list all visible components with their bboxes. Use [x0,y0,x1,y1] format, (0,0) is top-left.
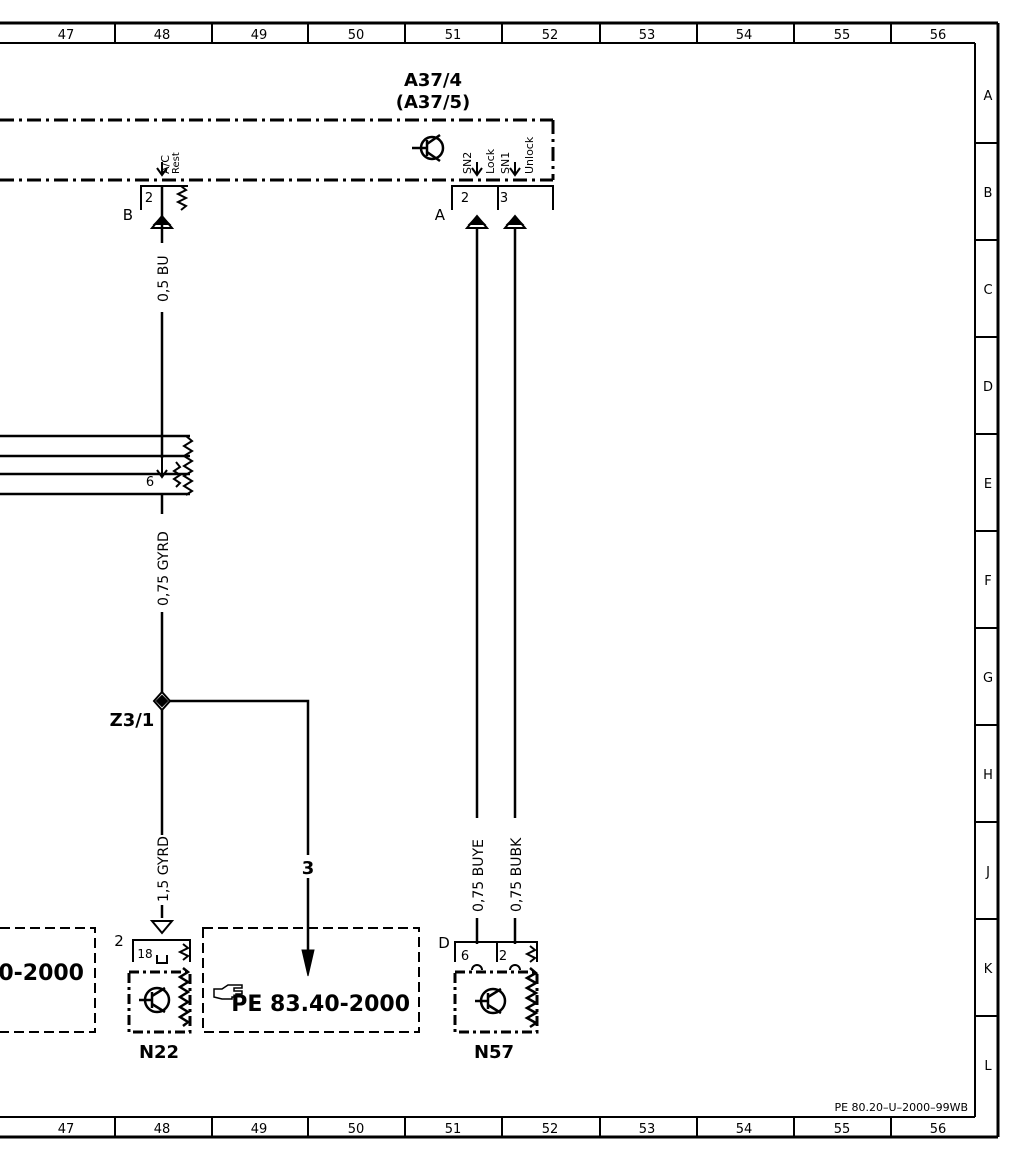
connector-a-pin: 3 [500,191,508,206]
document-reference: PE 80.20–U–2000–99WB [834,1101,968,1114]
connector-a-label: SN1 [499,152,512,174]
branch-number: 3 [302,858,315,879]
n57-zigzag [524,967,539,1029]
col-label: 53 [639,1122,656,1137]
connector-b-pin: 2 [145,191,153,206]
wire-label: 1,5 GYRD [156,836,172,902]
wire-label: 0,75 GYRD [156,531,172,606]
connector-a-pin: 2 [461,191,469,206]
col-label: 49 [251,1122,268,1137]
connector-b-letter: B [123,206,133,224]
wires [160,186,517,950]
n57-conn-letter: D [438,934,450,952]
connector-b-label: Rest [171,152,182,174]
row-label: L [984,1059,992,1074]
n57-connector [454,941,538,971]
col-label: 56 [930,28,947,43]
connector-a-label: SN2 [461,152,474,174]
row-label: C [983,283,992,298]
transistor-icon [475,987,507,1015]
col-label: 47 [58,28,75,43]
pointing-hand-icon [213,984,243,1000]
n57-module-outline [453,970,539,1034]
splice-z3 [152,690,172,712]
transistor-icon [412,133,445,163]
col-label: 48 [154,1122,171,1137]
col-label: 52 [542,28,559,43]
col-label: 50 [348,28,365,43]
n22-conn-number: 2 [114,932,124,950]
a37-title: A37/4 [404,70,462,91]
row-label: D [983,380,993,395]
col-label: 53 [639,28,656,43]
column-labels-bottom: 47 48 49 50 51 52 53 54 55 56 [58,1122,947,1137]
frame [0,21,1000,1139]
n22-module-outline [127,970,192,1034]
col-label: 55 [834,1122,851,1137]
column-labels-top: 47 48 49 50 51 52 53 54 55 56 [58,28,947,43]
transistor-icon [139,986,171,1014]
col-label: 51 [445,28,462,43]
wire-label: 0,75 BUBK [509,837,525,912]
n57-pin: 2 [499,949,507,964]
col-label: 49 [251,28,268,43]
col-label: 56 [930,1122,947,1137]
n57-pin: 6 [461,949,469,964]
n57-label: N57 [474,1042,514,1063]
connector-a-letter: A [435,206,446,224]
n22-pin: 18 [137,947,152,961]
connector-a [451,185,554,210]
col-label: 54 [736,1122,753,1137]
col-label: 50 [348,1122,365,1137]
n22-label: N22 [139,1042,179,1063]
plug-markers [149,214,528,229]
left-reference: 20-2000 [0,961,84,986]
connector-a-label: Lock [484,148,497,174]
row-label: H [983,768,993,783]
row-label: J [985,865,990,880]
row-label: B [984,186,993,201]
col-label: 47 [58,1122,75,1137]
col-label: 52 [542,1122,559,1137]
col-label: 48 [154,28,171,43]
n22-connector [132,920,191,964]
row-label: K [984,962,993,977]
connector-e-pin: 6 [146,475,154,490]
right-reference: PE 83.40-2000 [231,992,410,1017]
row-label: G [983,671,993,686]
row-label: F [984,574,991,589]
arrow-head [301,949,315,977]
row-label: A [984,89,993,104]
n22-zigzag [177,967,191,1027]
a37-subtitle: (A37/5) [396,92,471,113]
row-label: E [984,477,992,492]
z3-label: Z3/1 [110,710,155,731]
connector-b [140,185,189,211]
bus-lines [0,434,194,496]
row-labels: A B C D E F G H J K L [983,89,993,1074]
col-label: 54 [736,28,753,43]
reference-boxes [0,927,420,1033]
col-label: 51 [445,1122,462,1137]
a37-module-outline [0,118,555,182]
pin-arrows [156,162,521,177]
col-label: 55 [834,28,851,43]
connector-a-label: Unlock [523,136,536,174]
wire-label: 0,5 BU [156,255,172,302]
wire-label: 0,75 BUYE [471,839,487,912]
